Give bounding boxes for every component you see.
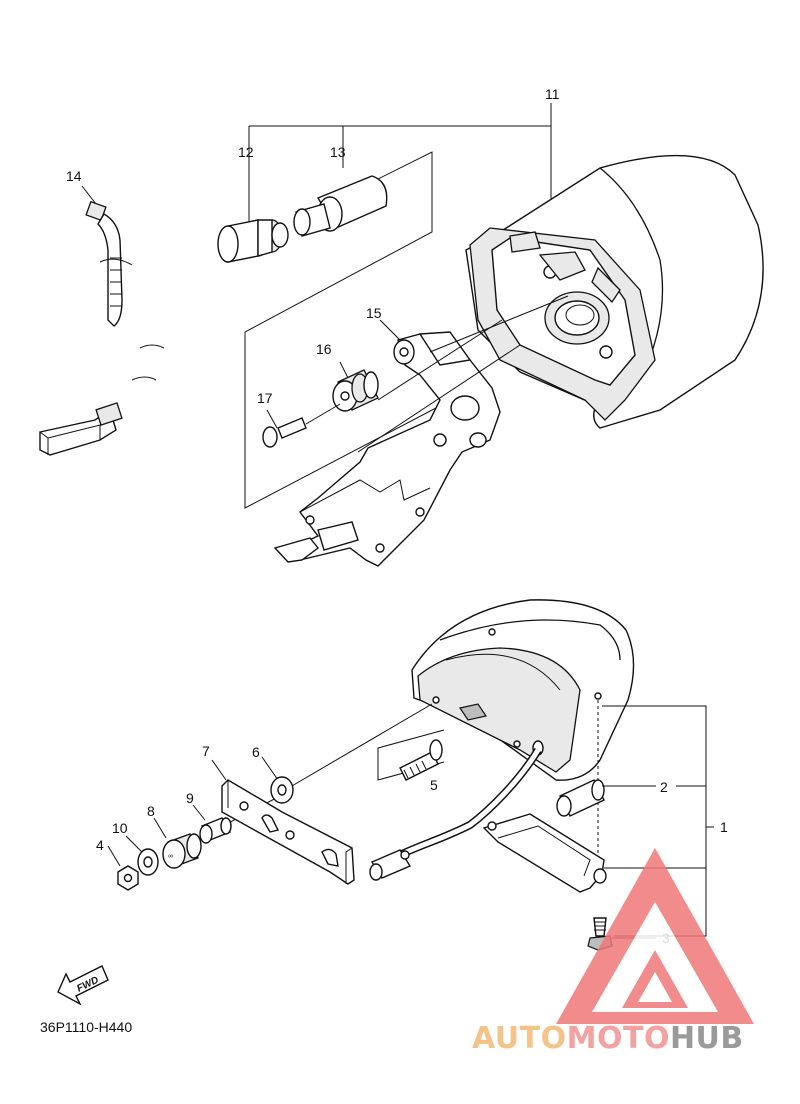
plate-part [211, 759, 355, 885]
bulb-part [293, 175, 388, 237]
tail-light-housing [465, 154, 764, 429]
fwd-arrow-icon: FWD [57, 965, 109, 1006]
washer-part-10 [125, 835, 159, 876]
lower-wire-lead [369, 747, 542, 881]
part-label-17: 17 [257, 390, 273, 406]
nut-part [107, 845, 139, 891]
label-11-bracket [248, 103, 552, 225]
part-label-4: 4 [96, 837, 104, 853]
part-label-8: 8 [147, 803, 155, 819]
svg-text:∞: ∞ [168, 853, 173, 860]
part-label-2: 2 [660, 779, 668, 795]
watermark-text: AUTOMOTOHUB [472, 1021, 744, 1056]
part-label-10: 10 [112, 820, 128, 836]
part-label-9: 9 [186, 790, 194, 806]
washer-part [261, 756, 294, 804]
exploded-view-envelope [244, 151, 456, 509]
screw-part [262, 403, 341, 448]
part-label-16: 16 [316, 341, 332, 357]
watermark-hub: HUB [669, 1021, 744, 1056]
collar-part [192, 804, 232, 844]
assembly-guide-lines [357, 295, 569, 453]
part-label-11: 11 [545, 86, 560, 102]
bolt-part [399, 739, 443, 781]
part-label-1: 1 [720, 819, 728, 835]
part-label-6: 6 [252, 744, 260, 760]
mounting-bracket-part [273, 319, 501, 567]
damper-part-2 [556, 779, 605, 817]
tail-light-lower-view [411, 599, 635, 781]
drawing-code: 36P1110-H440 [40, 1019, 133, 1035]
damper-part: ∞ [153, 817, 202, 869]
socket-cord-assembly [39, 219, 289, 456]
watermark-auto: AUTO [472, 1021, 567, 1056]
part-label-5: 5 [430, 777, 438, 793]
watermark-moto: MOTO [566, 1021, 670, 1056]
part-label-14: 14 [66, 168, 82, 184]
cushion-plate-part [482, 813, 607, 893]
part-label-7: 7 [202, 743, 210, 759]
part-label-13: 13 [330, 144, 346, 160]
grommet-part [332, 361, 379, 412]
part-label-12: 12 [238, 144, 254, 160]
watermark-logo [556, 848, 754, 1024]
cable-tie-part [81, 185, 133, 327]
part-label-15: 15 [366, 305, 382, 321]
